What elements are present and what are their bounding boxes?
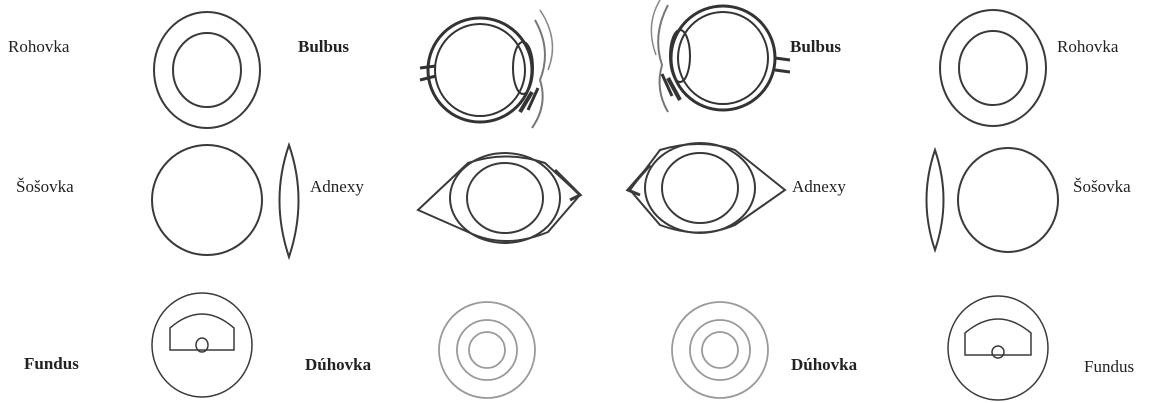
fundus-icon-right <box>948 296 1048 400</box>
label-adnexy-left: Adnexy <box>310 177 364 197</box>
label-duhovka-left: Dúhovka <box>305 355 371 375</box>
lens-icon-left <box>152 145 299 257</box>
label-sosovka-right: Šošovka <box>1073 177 1131 197</box>
cornea-icon-left <box>154 12 260 128</box>
label-rohovka-left: Rohovka <box>8 37 69 57</box>
adnexa-icon-left <box>418 153 580 243</box>
label-sosovka-left: Šošovka <box>16 177 74 197</box>
cornea-icon-right <box>940 10 1046 126</box>
iris-icon-left <box>439 302 535 398</box>
adnexa-icon-right <box>628 143 785 233</box>
bulbus-icon-right <box>651 0 790 112</box>
label-duhovka-right: Dúhovka <box>791 355 857 375</box>
bulbus-icon-left <box>420 10 553 128</box>
iris-icon-right <box>672 302 768 398</box>
lens-icon-right <box>927 148 1059 252</box>
label-bulbus-right: Bulbus <box>790 37 841 57</box>
label-fundus-left: Fundus <box>24 354 79 374</box>
fundus-icon-left <box>152 293 252 397</box>
label-adnexy-right: Adnexy <box>792 177 846 197</box>
label-bulbus-left: Bulbus <box>298 37 349 57</box>
label-fundus-right: Fundus <box>1084 357 1134 377</box>
label-rohovka-right: Rohovka <box>1057 37 1118 57</box>
